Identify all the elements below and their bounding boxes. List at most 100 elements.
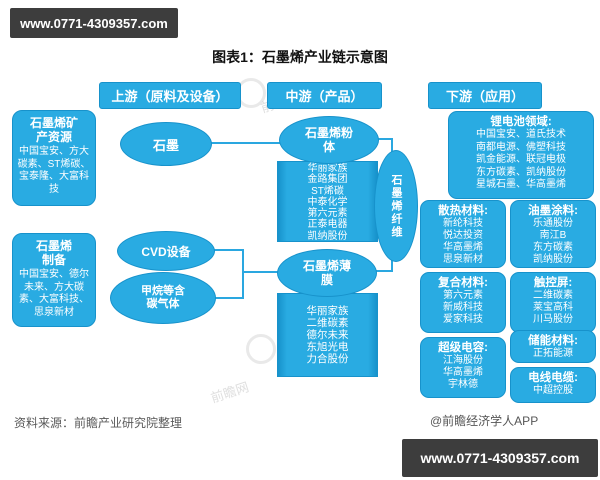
box-ink-coatings-title: 油墨涂料: (528, 205, 578, 217)
source-note: 资料来源：前瞻产业研究院整理 (14, 416, 183, 430)
company-line: 凯纳股份 (307, 230, 348, 242)
box-wire-cable: 电线电缆: 中超控股 (510, 367, 596, 403)
box-wire-cable-title: 电线电缆: (528, 372, 578, 384)
ellipse-graphene-fiber: 石墨烯纤维 (374, 150, 418, 262)
company-line: 东旭光电 (306, 341, 349, 353)
company-line: 二维碳素 (533, 290, 573, 301)
ellipse-graphene-powder: 石墨烯粉体 (279, 116, 379, 164)
company-line: 江海股份 (443, 355, 483, 366)
company-line: 凯纳股份 (533, 254, 573, 265)
company-line: 悦达投资 (443, 230, 483, 241)
company-line: 宇林德 (448, 379, 478, 390)
company-line: 中超控股 (533, 385, 573, 396)
box-graphene-preparation: 石墨烯制备 中国宝安、德尔未来、方大碳素、大富科技、思泉新材 (12, 233, 96, 327)
watermark-logo-text: 前瞻网 (208, 379, 251, 406)
box-wire-cable-companies: 中超控股 (511, 385, 595, 397)
company-line: 第六元素 (443, 290, 483, 301)
box-thermal-materials-title: 散热材料: (438, 205, 488, 217)
connector-graphite-powder (209, 142, 283, 144)
box-composite-materials-companies: 第六元素新威科技爱家科技 (421, 290, 505, 326)
credit-note: @前瞻经济学人APP (430, 414, 539, 428)
box-lithium-battery-title: 锂电池领域: (490, 116, 552, 128)
box-energy-storage: 储能材料: 正拓能源 (510, 330, 596, 363)
company-line: 南都电源、佛塑科技 (476, 141, 566, 153)
ellipse-graphite: 石墨 (120, 122, 212, 166)
ellipse-graphene-fiber-label: 石墨烯纤维 (390, 173, 402, 239)
connector-methane (213, 297, 244, 299)
company-line: 南江B (539, 230, 567, 241)
connector-cvd (211, 249, 244, 251)
company-line: 东方碳素 (533, 242, 573, 253)
box-touchscreen: 触控屏: 二维碳素莱宝高科川马股份 (510, 272, 596, 333)
box-touchscreen-companies: 二维碳素莱宝高科川马股份 (511, 290, 595, 326)
company-line: 第六元素 (307, 208, 348, 220)
box-thermal-materials-companies: 新纶科技悦达投资华高墨烯思泉新材 (421, 218, 505, 266)
box-graphene-preparation-companies: 中国宝安、德尔未来、方大碳素、大富科技、思泉新材 (19, 269, 89, 318)
box-supercapacitor: 超级电容: 江海股份华高墨烯宇林德 (420, 337, 506, 398)
box-graphene-mineral-resources: 石墨烯矿产资源 中国宝安、方大碳素、ST烯碳、宝泰隆、大富科技 (12, 110, 96, 206)
ellipse-graphene-film-label: 石墨烯薄膜 (302, 259, 351, 287)
url-watermark-bar-top: www.0771-4309357.com (10, 8, 178, 38)
company-line: 川马股份 (533, 314, 573, 325)
company-line: 华高墨烯 (443, 367, 483, 378)
connector-powder-fiber (376, 138, 393, 140)
company-line: 乐通股份 (533, 218, 573, 229)
connector-film-fiber (374, 270, 393, 272)
box-supercapacitor-title: 超级电容: (438, 342, 488, 354)
box-graphene-mineral-companies: 中国宝安、方大碳素、ST烯碳、宝泰隆、大富科技 (17, 146, 91, 195)
url-watermark-text: www.0771-4309357.com (420, 450, 580, 466)
url-watermark-bar-bottom: www.0771-4309357.com (402, 439, 598, 477)
ellipse-cvd-equipment: CVD设备 (117, 231, 215, 271)
box-composite-materials-title: 复合材料: (438, 277, 488, 289)
company-line: 思泉新材 (443, 254, 483, 265)
box-lithium-battery: 锂电池领域: 中国宝安、道氏技术南都电源、佛塑科技凯金能源、联冠电极东方碳素、凯… (448, 111, 594, 199)
connector-to-film (242, 271, 280, 273)
header-downstream: 下游（应用） (428, 82, 542, 109)
company-line: 华丽家族 (307, 163, 348, 174)
header-midstream: 中游（产品） (267, 82, 382, 109)
company-line: 华丽家族 (306, 305, 349, 317)
ellipse-cvd-label: CVD设备 (141, 244, 191, 259)
box-supercapacitor-companies: 江海股份华高墨烯宇林德 (421, 355, 505, 391)
company-line: 正拓能源 (533, 348, 573, 359)
ellipse-graphene-powder-label: 石墨烯粉体 (304, 126, 353, 154)
box-graphene-mineral-title: 石墨烯矿产资源 (29, 116, 78, 144)
company-line: 爱家科技 (443, 314, 483, 325)
ellipse-graphene-film: 石墨烯薄膜 (277, 249, 377, 297)
company-line: 凯金能源、联冠电极 (476, 154, 566, 166)
company-line: 金路集团 (307, 174, 348, 186)
header-upstream-label: 上游（原料及设备） (111, 89, 229, 104)
chart-title: 图表1：石墨烯产业链示意图 (212, 49, 388, 65)
company-line: 力合股份 (306, 353, 349, 365)
ellipse-graphite-label: 石墨 (152, 137, 179, 153)
connector-left-bracket (242, 249, 244, 299)
company-line: 莱宝高科 (533, 302, 573, 313)
box-composite-materials: 复合材料: 第六元素新威科技爱家科技 (420, 272, 506, 333)
company-line: 中国宝安、道氏技术 (476, 129, 566, 140)
ellipse-methane-gas: 甲烷等含碳气体 (110, 272, 216, 324)
box-touchscreen-title: 触控屏: (533, 277, 573, 289)
url-watermark-text: www.0771-4309357.com (20, 15, 168, 31)
box-thermal-materials: 散热材料: 新纶科技悦达投资华高墨烯思泉新材 (420, 200, 506, 268)
company-line: 华高墨烯 (443, 242, 483, 253)
header-upstream: 上游（原料及设备） (99, 82, 241, 109)
header-midstream-label: 中游（产品） (285, 89, 364, 104)
company-line: 新威科技 (443, 302, 483, 313)
company-line: 二维碳素 (306, 317, 349, 329)
header-downstream-label: 下游（应用） (445, 89, 524, 104)
company-line: 德尔未来 (306, 329, 349, 341)
company-line: 东方碳素、凯纳股份 (476, 166, 566, 178)
company-line: 正泰电器 (307, 219, 348, 231)
box-energy-storage-companies: 正拓能源 (511, 348, 595, 360)
watermark-ring (246, 334, 276, 364)
box-energy-storage-title: 储能材料: (528, 335, 578, 347)
box-graphene-preparation-title: 石墨烯制备 (35, 239, 72, 267)
box-lithium-battery-companies: 中国宝安、道氏技术南都电源、佛塑科技凯金能源、联冠电极东方碳素、凯纳股份星城石墨… (449, 129, 593, 192)
company-line: 星城石墨、华高墨烯 (476, 179, 566, 191)
company-line: 中泰化学 (307, 196, 348, 208)
rect-film-companies: 华丽家族二维碳素德尔未来东旭光电力合股份 (277, 293, 378, 377)
